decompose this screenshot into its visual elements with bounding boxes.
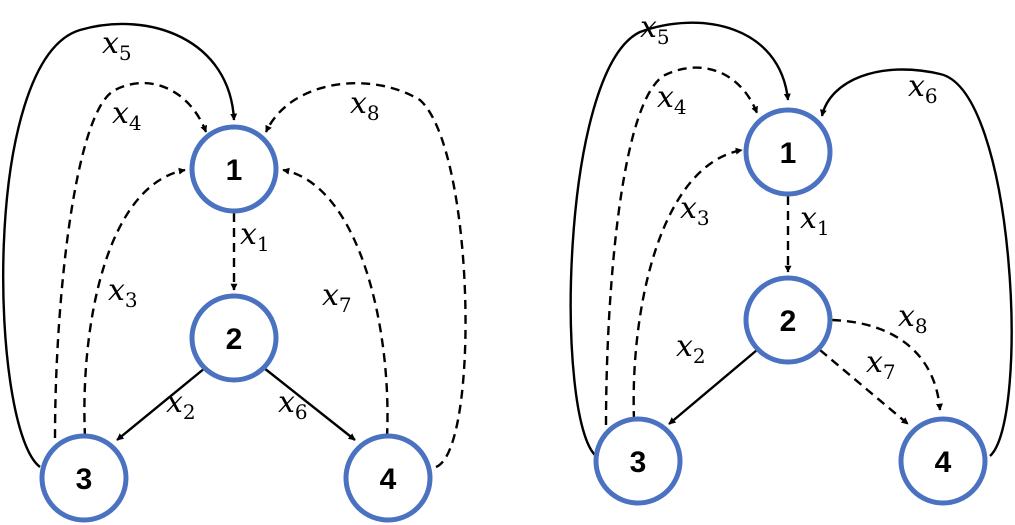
right-edge-x3: [632, 147, 743, 421]
right-label-x4: x4: [657, 80, 687, 119]
left-node-2: 2: [189, 293, 279, 383]
left-node-1-label: 1: [226, 154, 243, 187]
right-edge-x2: [668, 349, 758, 425]
right-node-4-label: 4: [935, 446, 952, 479]
right-node-2-label: 2: [780, 305, 797, 338]
right-edge-x7: [819, 349, 909, 425]
right-node-3-label: 3: [630, 446, 647, 479]
right-node-1-label: 1: [780, 137, 797, 170]
right-label-x8: x8: [898, 299, 928, 338]
left-node-3: 3: [39, 433, 129, 523]
left-edge-x5: [1, 22, 238, 468]
left-node-1: 1: [189, 124, 279, 214]
left-label-x4: x4: [112, 96, 142, 135]
left-node-4-label: 4: [380, 463, 397, 496]
left-node-3-label: 3: [76, 463, 93, 496]
left-label-x3: x3: [108, 273, 138, 312]
left-label-x5: x5: [102, 26, 132, 65]
right-label-x5: x5: [640, 10, 670, 49]
right-label-x2: x2: [676, 329, 706, 368]
right-label-x6: x6: [908, 69, 938, 108]
right-node-1: 1: [743, 107, 833, 197]
right-edge-x4: [604, 66, 759, 426]
left-label-x1: x1: [240, 217, 270, 256]
left-edge-x6: [263, 367, 356, 441]
right-graph: 1 2 3 4 x5 x4 x3 x6 x1 x2 x8 x7: [569, 10, 1013, 506]
right-edge-x6: [819, 68, 1013, 457]
right-node-3: 3: [593, 416, 683, 506]
left-label-x7: x7: [322, 278, 352, 317]
right-node-2: 2: [743, 275, 833, 365]
right-node-4: 4: [898, 416, 988, 506]
right-label-x1: x1: [800, 201, 830, 240]
left-graph: 1 2 3 4 x5 x4 x3 x8 x7 x1 x2 x6: [1, 22, 467, 523]
left-node-2-label: 2: [226, 323, 243, 356]
right-edge-x5: [569, 21, 791, 457]
left-node-4: 4: [343, 433, 433, 523]
right-label-x7: x7: [866, 345, 896, 384]
left-edge-x4: [53, 81, 208, 439]
left-label-x2: x2: [166, 385, 196, 424]
left-edge-x2: [116, 367, 206, 441]
right-edge-x8: [831, 318, 943, 411]
left-edge-x3: [83, 167, 186, 438]
left-label-x8: x8: [350, 86, 380, 125]
right-label-x3: x3: [680, 191, 710, 230]
left-label-x6: x6: [278, 385, 308, 424]
left-edge-x7: [282, 167, 389, 438]
